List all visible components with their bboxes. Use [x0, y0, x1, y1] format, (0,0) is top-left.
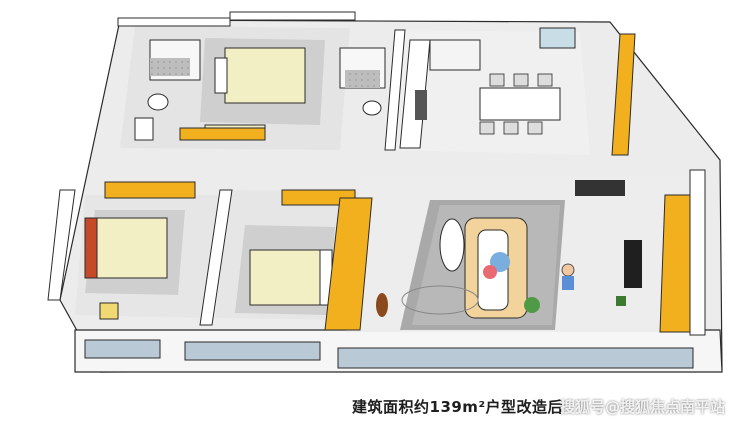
- bed-icon: [224, 47, 306, 104]
- bed-icon: [94, 217, 168, 279]
- floor-plan-caption: 建筑面积约139m²户型改造后: [352, 398, 564, 416]
- right-wall-furniture: [575, 180, 642, 306]
- bed-icon: [249, 249, 321, 306]
- master-bedroom: [200, 38, 325, 138]
- watermark-text: 搜狐号@搜狐焦点南平站: [560, 398, 726, 416]
- piano-icon: [624, 240, 642, 288]
- bedroom-middle: [235, 225, 335, 315]
- windows: [84, 339, 694, 369]
- bedroom-left: [84, 210, 185, 320]
- toilet-icon: [147, 93, 169, 111]
- plant-icon: [524, 297, 540, 313]
- stove-icon: [415, 90, 427, 120]
- dining-table-icon: [479, 87, 561, 121]
- walls: [47, 11, 706, 336]
- dining-area: [479, 73, 561, 135]
- accent-walls: [104, 33, 691, 333]
- kitchen: [399, 27, 576, 149]
- tv-icon: [575, 180, 625, 196]
- cello-icon: [376, 293, 388, 317]
- bathroom: [134, 39, 386, 141]
- living-room: [376, 200, 575, 330]
